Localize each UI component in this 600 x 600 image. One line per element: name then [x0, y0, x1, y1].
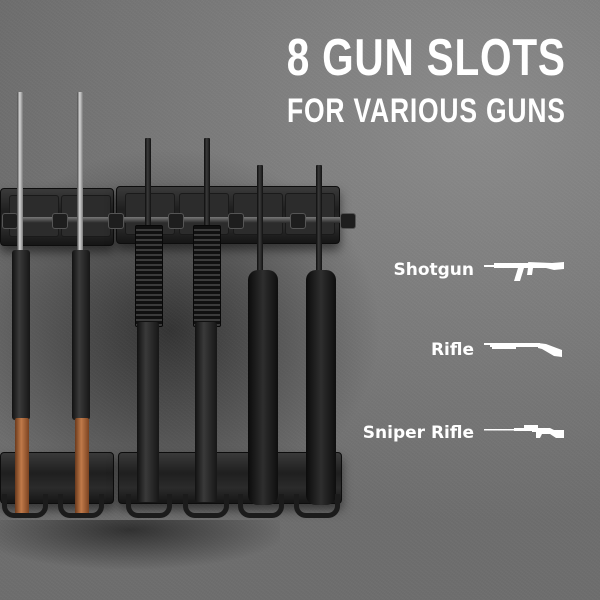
assault-rifle-icon	[484, 262, 564, 281]
shotgun-icon	[484, 343, 562, 357]
headline: 8 GUN SLOTS FOR VARIOUS GUNS	[208, 28, 566, 132]
legend-label: Rifle	[430, 340, 474, 360]
legend-label: Sniper Rifle	[362, 423, 474, 443]
legend-item-shotgun: Shotgun	[393, 257, 564, 283]
sniper-rifle-icon	[484, 425, 564, 438]
rack-shadow	[0, 520, 280, 580]
legend-item-sniper-rifle: Sniper Rifle	[363, 423, 564, 443]
legend-label: Shotgun	[393, 260, 474, 280]
headline-subtitle: FOR VARIOUS GUNS	[287, 92, 566, 130]
headline-title: 8 GUN SLOTS	[286, 29, 566, 87]
legend-item-rifle: Rifle	[431, 340, 564, 360]
